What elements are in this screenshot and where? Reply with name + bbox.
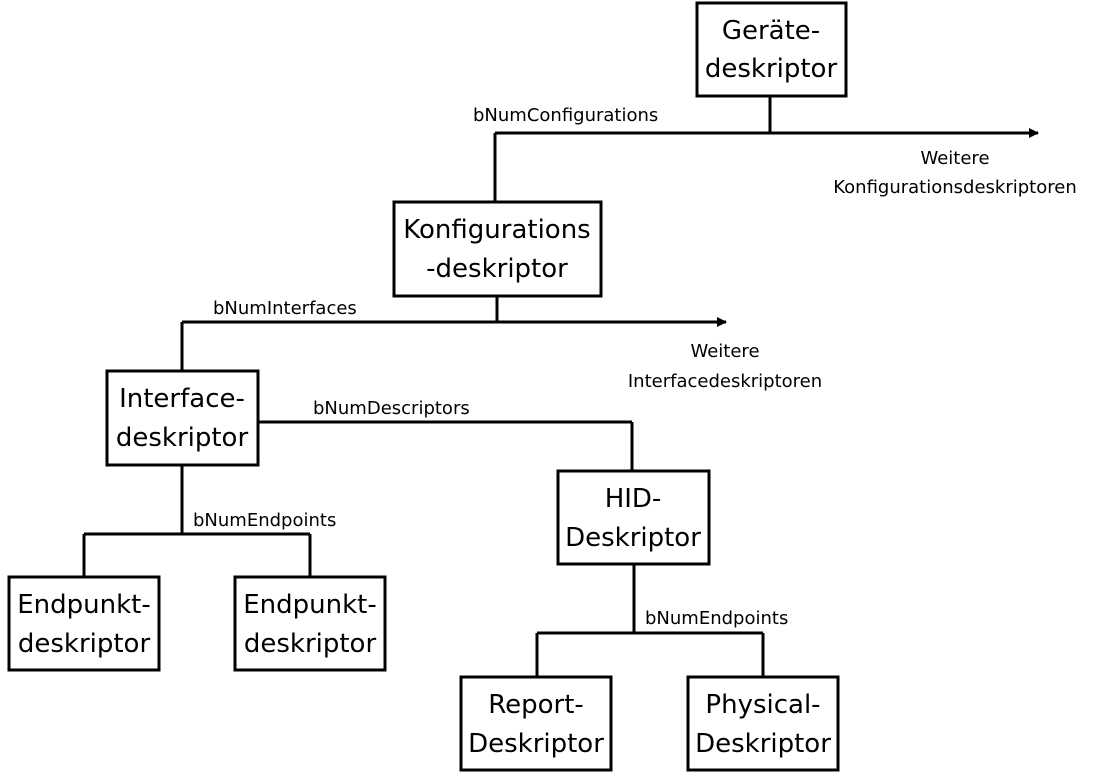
- node-physical-deskriptor: Physical- Deskriptor: [686, 675, 840, 772]
- node-endpunkt-1-line2: deskriptor: [18, 629, 151, 659]
- node-endpunktdeskriptor-1: Endpunkt- deskriptor: [7, 575, 161, 672]
- node-interface-line2: deskriptor: [116, 423, 249, 453]
- label-bnuminterfaces: bNumInterfaces: [213, 298, 357, 319]
- node-physical-line2: Deskriptor: [695, 729, 831, 759]
- label-bnumendpoints-interface: bNumEndpoints: [193, 510, 336, 531]
- node-endpunktdeskriptor-2: Endpunkt- deskriptor: [233, 575, 387, 672]
- label-bnumendpoints-hid: bNumEndpoints: [645, 608, 788, 629]
- node-endpunkt-1-line1: Endpunkt-: [17, 590, 151, 620]
- node-geraete-line2: deskriptor: [705, 54, 838, 84]
- node-hid-line2: Deskriptor: [565, 523, 701, 553]
- node-konfigurationsdeskriptor: Konfigurations -deskriptor: [392, 200, 603, 298]
- node-konfiguration-line2: -deskriptor: [426, 254, 568, 284]
- note-more-interfaces-line1: Weitere: [690, 341, 759, 362]
- node-interfacedeskriptor: Interface- deskriptor: [105, 369, 260, 467]
- node-report-deskriptor: Report- Deskriptor: [459, 675, 613, 772]
- label-bnumconfigurations: bNumConfigurations: [473, 105, 658, 126]
- note-more-configurations-line2: Konfigurationsdeskriptoren: [833, 177, 1076, 198]
- label-bnumdescriptors: bNumDescriptors: [313, 398, 470, 419]
- note-more-interfaces-line2: Interfacedeskriptoren: [628, 371, 822, 392]
- node-konfiguration-line1: Konfigurations: [403, 215, 590, 245]
- connectors: [82, 96, 1039, 677]
- node-geraetedeskriptor: Geräte- deskriptor: [695, 1, 848, 98]
- node-physical-line1: Physical-: [705, 690, 820, 720]
- node-report-line2: Deskriptor: [468, 729, 604, 759]
- node-geraete-line1: Geräte-: [722, 16, 820, 46]
- node-endpunkt-2-line2: deskriptor: [244, 629, 377, 659]
- node-interface-line1: Interface-: [119, 384, 245, 414]
- node-hid-deskriptor: HID- Deskriptor: [556, 469, 711, 566]
- node-report-line1: Report-: [488, 690, 584, 720]
- node-endpunkt-2-line1: Endpunkt-: [243, 590, 377, 620]
- node-hid-line1: HID-: [605, 484, 662, 514]
- note-more-configurations-line1: Weitere: [920, 148, 989, 169]
